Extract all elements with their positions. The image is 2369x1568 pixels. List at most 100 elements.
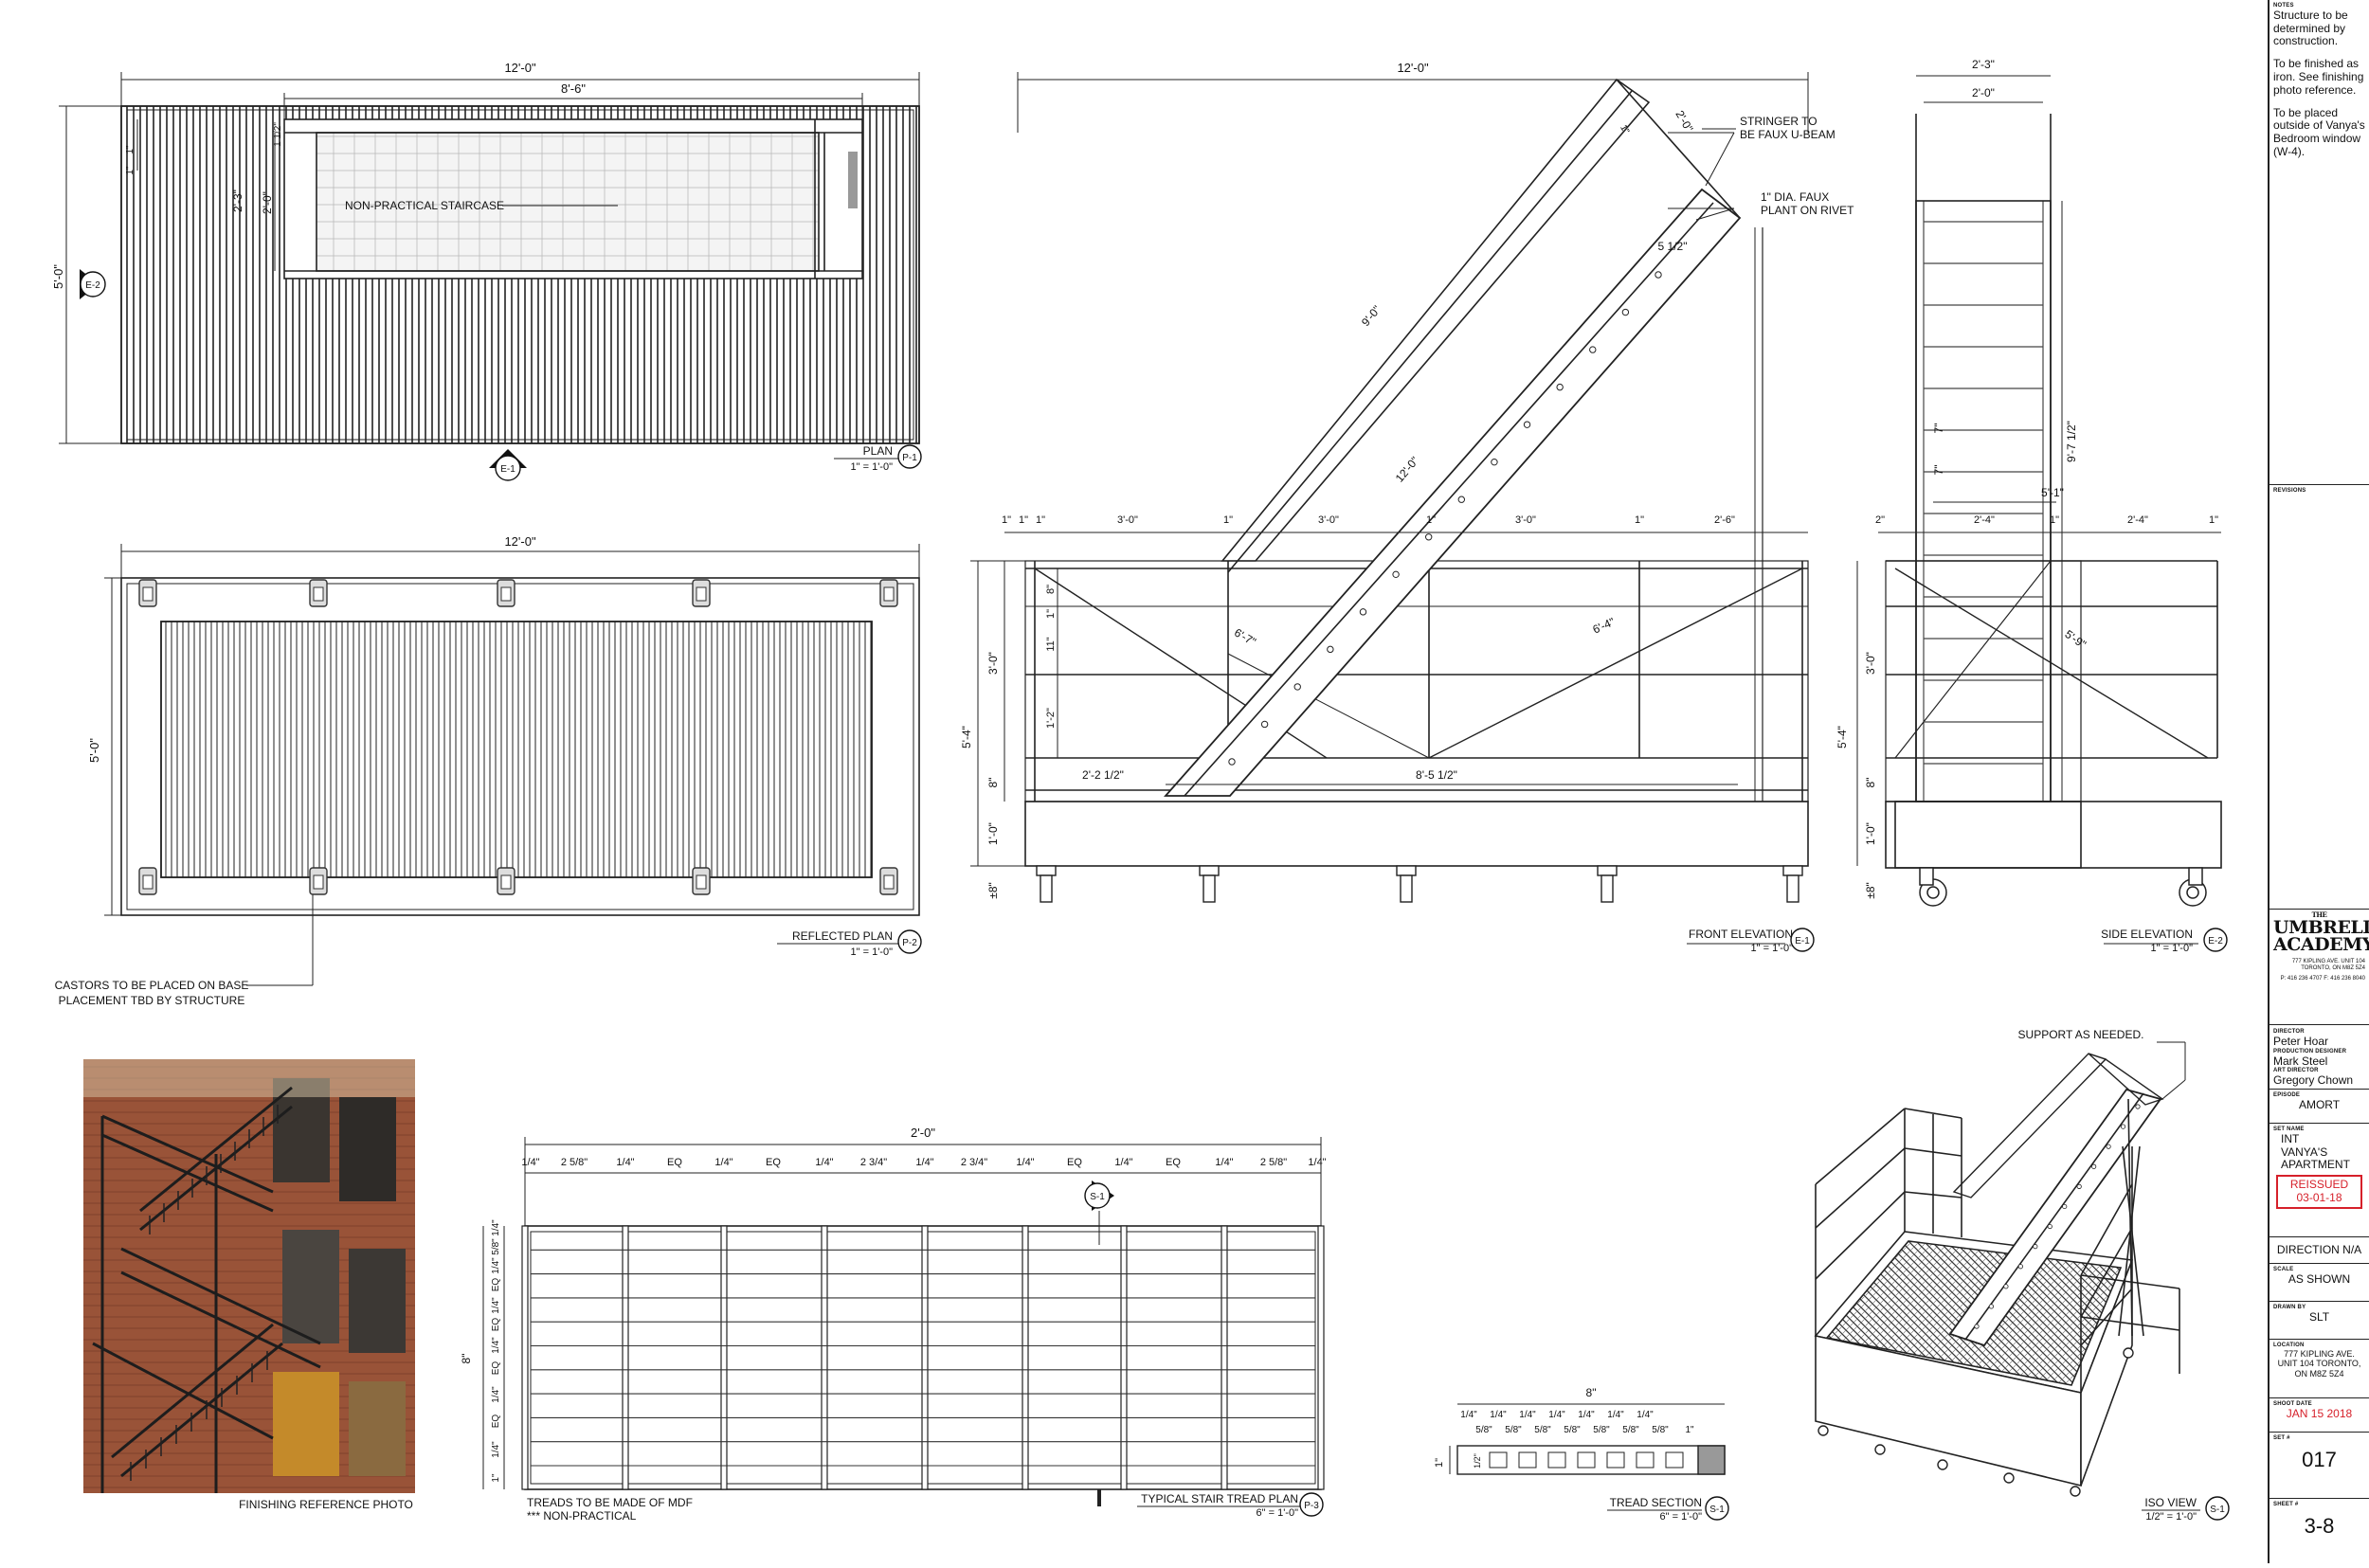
section-sub-dims: 5/8"5/8"5/8"5/8"5/8"5/8"5/8"1" bbox=[1475, 1425, 1694, 1435]
front-seg-dim: 3'-0" bbox=[1515, 514, 1536, 526]
iso-rivet bbox=[1974, 1324, 1980, 1329]
tread-left-dim: 1/4" bbox=[491, 1297, 501, 1314]
front-title: FRONT ELEVATION bbox=[1689, 928, 1793, 941]
front-seg-dim: 3'-0" bbox=[1318, 514, 1339, 526]
section-sub-dim: 5/8" bbox=[1622, 1425, 1639, 1435]
section-top-dim: 1/4" bbox=[1519, 1410, 1536, 1420]
set-name-section: SET NAME INT VANYA'S APARTMENT REISSUED … bbox=[2270, 1124, 2369, 1237]
side-seg-dim: 1" bbox=[2209, 514, 2218, 526]
tread-left-dim: 1" bbox=[491, 1473, 501, 1483]
section-dim-12: 1/2" bbox=[1473, 1453, 1482, 1469]
photo-caption: FINISHING REFERENCE PHOTO bbox=[239, 1498, 413, 1511]
section-top-dim: 1/4" bbox=[1490, 1410, 1507, 1420]
side-dim-54: 5'-4" bbox=[1836, 726, 1849, 748]
castor-bracket bbox=[1782, 865, 1803, 876]
castor-wheel bbox=[1040, 874, 1053, 903]
plan-tag-e1-text: E-1 bbox=[500, 464, 515, 475]
credits-section: DIRECTOR Peter Hoar PRODUCTION DESIGNER … bbox=[2270, 1025, 2369, 1090]
front-dim-64: 6'-4" bbox=[1591, 615, 1618, 637]
section-sub-dim: 1" bbox=[1685, 1425, 1694, 1435]
plan-dim-depth: 5'-0" bbox=[51, 264, 65, 289]
tread-left-dim: 1/4" bbox=[491, 1441, 501, 1458]
side-dim-51: 5'-1" bbox=[2041, 486, 2064, 499]
tread-left-dim: 1/4" bbox=[491, 1257, 501, 1274]
direction-value: DIRECTION N/A bbox=[2276, 1243, 2362, 1256]
tread-plan-tag: P-3 bbox=[1304, 1501, 1319, 1511]
iso-tag: S-1 bbox=[2210, 1505, 2225, 1515]
front-dim-2212: 2'-2 1/2" bbox=[1082, 768, 1124, 782]
tread-top-dim: 1/4" bbox=[521, 1157, 539, 1168]
tread-rib bbox=[921, 1225, 929, 1490]
front-dim-8: 8" bbox=[986, 778, 1000, 788]
front-castors bbox=[1036, 865, 1803, 903]
plan-dim-1a: 1" bbox=[125, 145, 136, 154]
plan-note: NON-PRACTICAL STAIRCASE bbox=[345, 199, 504, 212]
iso-castor bbox=[1937, 1459, 1948, 1470]
side-dim-7a: 7" bbox=[1932, 424, 1945, 434]
set-number-value: 017 bbox=[2302, 1447, 2337, 1471]
castor-wheel bbox=[1786, 874, 1799, 903]
tread-top-dim: 1/4" bbox=[1215, 1157, 1233, 1168]
front-dim-12: 1'-2" bbox=[1045, 708, 1057, 729]
iso-title: ISO VIEW bbox=[2144, 1496, 2197, 1509]
iso-castor bbox=[1817, 1425, 1829, 1436]
section-top-dim: 1/4" bbox=[1460, 1410, 1477, 1420]
front-seg-dim: 3'-0" bbox=[1117, 514, 1138, 526]
side-dim-20: 2'-0" bbox=[1972, 86, 1995, 99]
section-sub-dim: 5/8" bbox=[1564, 1425, 1581, 1435]
section-dim-overall: 8" bbox=[1586, 1386, 1597, 1399]
iso-rivet bbox=[2062, 1203, 2068, 1210]
tread-rib bbox=[1221, 1225, 1228, 1490]
front-scale: 1" = 1'-0" bbox=[1751, 943, 1794, 954]
iso-labels: SUPPORT AS NEEDED. ISO VIEW 1/2" = 1'-0"… bbox=[2018, 1028, 2230, 1523]
section-dim-1: 1" bbox=[1434, 1458, 1445, 1468]
side-elevation-view bbox=[1885, 114, 2222, 869]
section-void bbox=[1547, 1451, 1566, 1469]
section-sub-dim: 5/8" bbox=[1534, 1425, 1551, 1435]
side-dims bbox=[1856, 75, 2221, 866]
scale-section: SCALE AS SHOWN bbox=[2270, 1264, 2369, 1302]
reflected-dim-depth: 5'-0" bbox=[87, 738, 101, 763]
rivet bbox=[1523, 421, 1531, 428]
side-title: SIDE ELEVATION bbox=[2101, 928, 2193, 941]
plan-tag-e1: E-1 bbox=[489, 449, 527, 481]
episode-label: EPISODE bbox=[2273, 1092, 2301, 1098]
front-seg-dim: 2'-6" bbox=[1714, 514, 1735, 526]
rivet bbox=[1260, 720, 1269, 729]
plan-dim-20: 2'-0" bbox=[261, 191, 274, 214]
tread-left-dim: 5/8" bbox=[491, 1238, 501, 1255]
plan-title: PLAN bbox=[863, 444, 893, 458]
tread-note-1: TREADS TO BE MADE OF MDF bbox=[527, 1496, 693, 1509]
side-scale: 1" = 1'-0" bbox=[2151, 943, 2194, 954]
episode-value: AMORT bbox=[2298, 1097, 2341, 1111]
director-label: DIRECTOR bbox=[2273, 1029, 2305, 1035]
sheet-number-label: SHEET # bbox=[2273, 1502, 2299, 1507]
sheet-number-section: SHEET # 3-8 bbox=[2270, 1499, 2369, 1563]
side-base bbox=[1885, 801, 2082, 869]
side-seg-dim: 2'-4" bbox=[2127, 514, 2148, 526]
reflected-plan-view bbox=[104, 544, 920, 986]
reissued-label: REISSUED bbox=[2289, 1178, 2349, 1192]
front-dim-120: 12'-0" bbox=[1393, 454, 1421, 484]
episode-section: EPISODE AMORT bbox=[2270, 1090, 2369, 1124]
front-seg-dim: 1" bbox=[1036, 514, 1045, 526]
iso-rivet bbox=[1988, 1304, 1995, 1309]
front-dim-20: 2'-0" bbox=[1673, 108, 1695, 135]
front-tag: E-1 bbox=[1795, 936, 1810, 946]
front-labels: 12'-0" 9'-0" 12'-0" 2'-0" 1" 5 1/2" STRI… bbox=[960, 61, 1854, 954]
stringer-note-2: BE FAUX U-BEAM bbox=[1740, 128, 1836, 141]
iso-rivets bbox=[1974, 1104, 2141, 1329]
section-sub-dim: 5/8" bbox=[1593, 1425, 1610, 1435]
front-segment-dims: 1"1"1"3'-0"1"3'-0"1"3'-0"1"2'-6" bbox=[1002, 514, 1735, 526]
front-dim-54: 5'-4" bbox=[960, 726, 973, 748]
tread-section-labels: 8" 1/4"1/4"1/4"1/4"1/4"1/4"1/4" 5/8"5/8"… bbox=[1434, 1386, 1729, 1523]
front-dim-1b: 1" bbox=[1045, 609, 1057, 619]
section-void bbox=[1665, 1451, 1684, 1469]
note-2: To be finished as iron. See finishing ph… bbox=[2273, 57, 2364, 97]
castor-bracket bbox=[1396, 865, 1417, 876]
plan-scale: 1" = 1'-0" bbox=[851, 461, 894, 473]
tread-rib bbox=[1022, 1225, 1029, 1490]
tread-left-dim: EQ bbox=[491, 1361, 501, 1376]
